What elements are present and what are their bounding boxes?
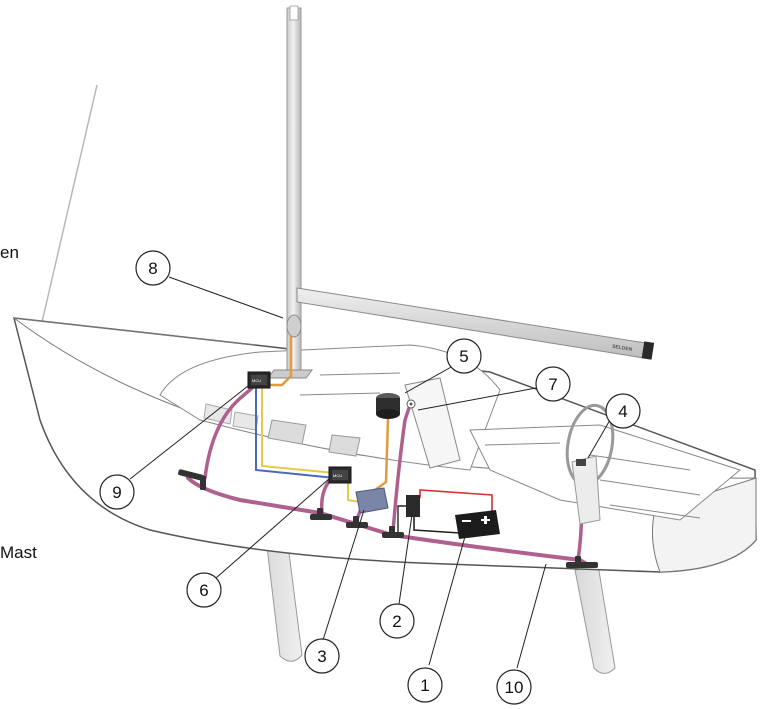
data-cable-yellow (261, 388, 346, 475)
callout-9: 9 (99, 474, 135, 510)
sheer-line (13, 317, 256, 346)
callout-3: 3 (304, 638, 340, 674)
callout-leaders (129, 276, 611, 669)
processor-unit-6: MCU (328, 466, 352, 484)
drop-cable-9 (203, 386, 254, 480)
callout-5: 5 (446, 338, 482, 374)
mast-cable (264, 336, 293, 387)
boom-end (641, 341, 655, 360)
data-cable-orange-5 (374, 417, 390, 492)
power-cable-red (419, 489, 493, 515)
callout-10: 10 (496, 669, 532, 705)
boom-brand-label: SELDEN (612, 344, 633, 353)
callout-label-1: 1 (420, 676, 429, 695)
callout-label-4: 4 (618, 402, 627, 421)
fuse-holder-2 (406, 495, 420, 517)
callout-8: 8 (135, 250, 171, 286)
deck-lines (299, 372, 701, 519)
drop-cable-7 (391, 403, 412, 534)
forestay (41, 84, 98, 323)
callout-label-3: 3 (317, 647, 326, 666)
callout-7: 7 (535, 366, 571, 402)
callout-label-5: 5 (459, 347, 468, 366)
callout-1: 1 (407, 667, 443, 703)
data-cable-yellow-6 (347, 482, 361, 503)
t-connectors (178, 469, 598, 568)
window-1 (267, 419, 307, 445)
mast-sensor (286, 314, 302, 338)
power-cable-black (413, 514, 461, 534)
processor-label-6: MCU (333, 473, 342, 478)
data-cable-blue (255, 388, 336, 479)
steering-pedestal-4 (565, 403, 615, 525)
callout-label-2: 2 (392, 612, 401, 631)
cockpit (469, 424, 742, 521)
mast-head (289, 5, 299, 21)
callout-label-7: 7 (548, 375, 557, 394)
window-2 (328, 434, 361, 457)
callout-label-10: 10 (505, 678, 524, 697)
callout-4: 4 (605, 393, 641, 429)
edge-label-lower: Mast (0, 543, 37, 562)
battery-1 (455, 510, 500, 539)
wind-sensor-7 (406, 399, 416, 409)
processor-unit-9: MCU (247, 371, 271, 389)
transom (651, 477, 757, 573)
compass-5 (376, 393, 400, 419)
power-cable-black-2 (397, 505, 408, 536)
callout-label-8: 8 (148, 259, 157, 278)
callout-label-6: 6 (199, 581, 208, 600)
callout-2: 2 (379, 603, 415, 639)
edge-label-upper: en (0, 243, 19, 262)
callout-label-9: 9 (112, 483, 121, 502)
processor-label-9: MCU (252, 378, 261, 383)
interface-unit-3 (355, 487, 389, 514)
callout-6: 6 (186, 572, 222, 608)
rudder (574, 564, 616, 674)
